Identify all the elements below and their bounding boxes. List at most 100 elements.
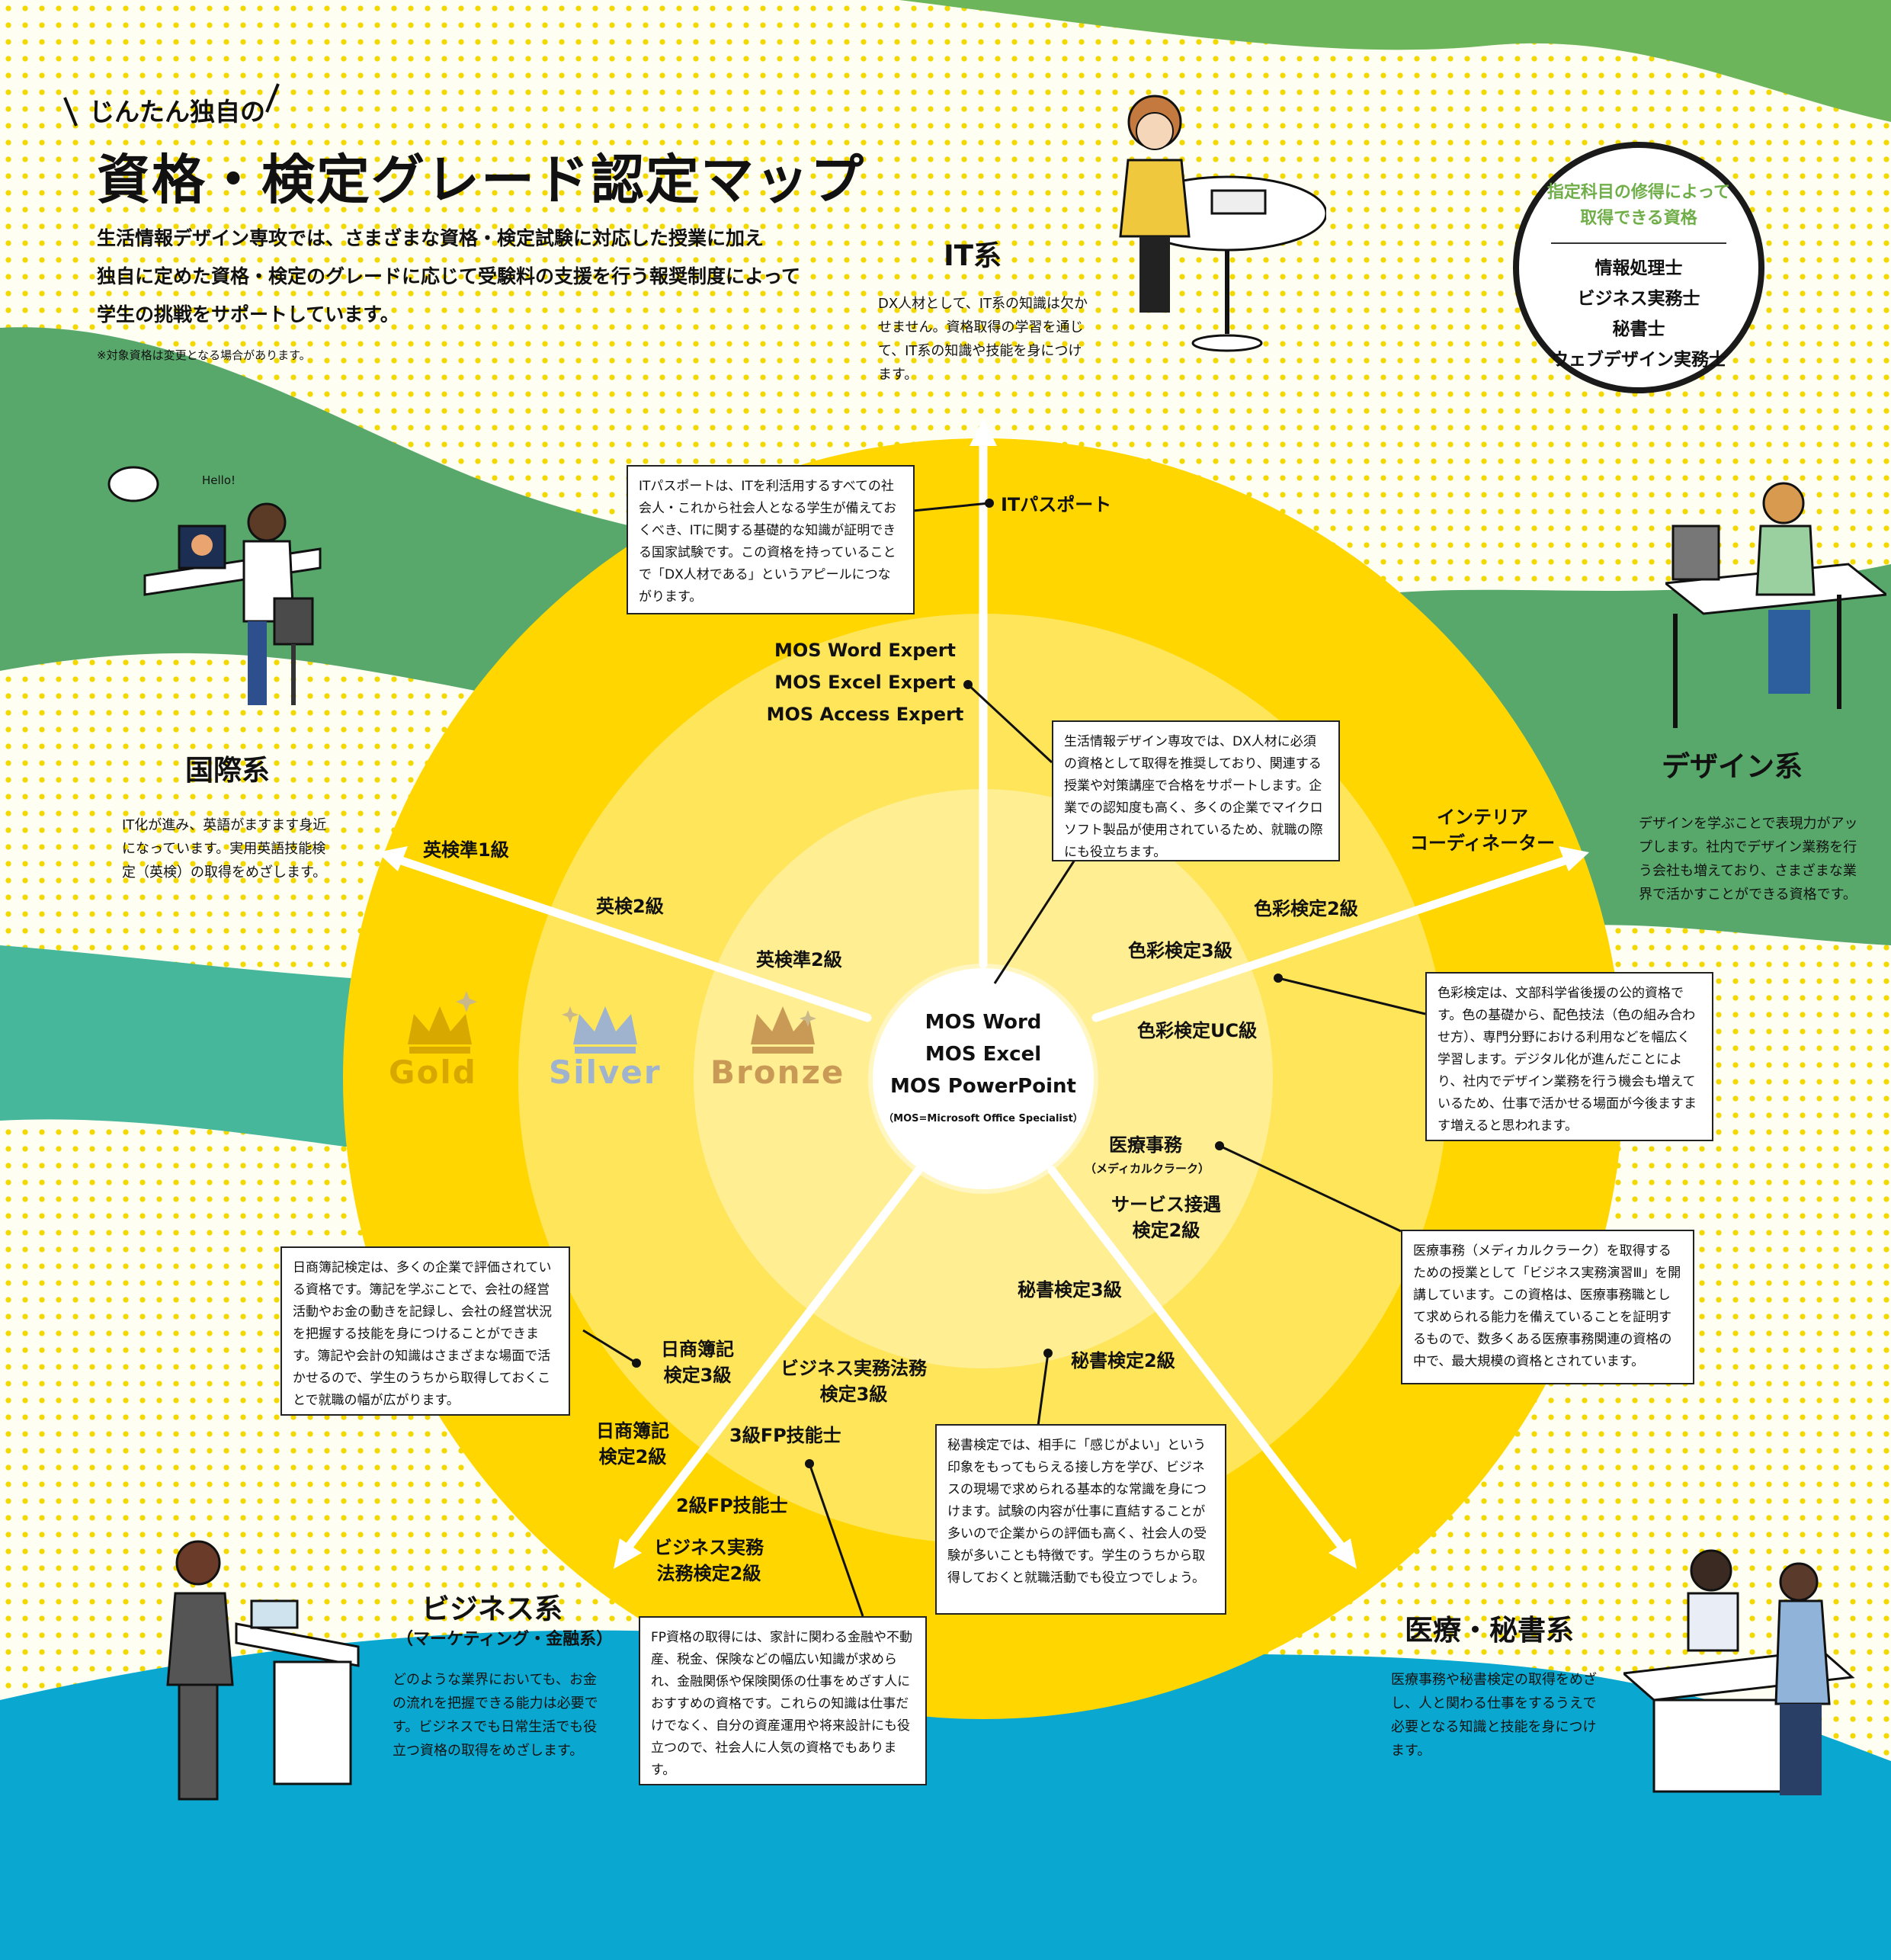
callout-fp: FP資格の取得には、家計に関わる金融や不動産、税金、保険などの幅広い知識が求めら… <box>639 1616 927 1785</box>
category-title-it: IT系 <box>944 239 1002 272</box>
center-note: （MOS=Microsoft Office Specialist） <box>883 1113 1083 1124</box>
intro-line-3: 学生の挑戦をサポートしています。 <box>97 303 399 326</box>
callout-lines <box>582 502 1426 1617</box>
intro-line-2: 独自に定めた資格・検定のグレードに応じて受験料の支援を行う報奨制度によって <box>97 265 801 287</box>
label-biz-houmu-3-2: 検定3級 <box>819 1384 888 1405</box>
badge-item: ビジネス実務士 <box>1577 289 1700 309</box>
callout-iryo: 医療事務（メディカルクラーク）を取得するための授業として「ビジネス実務演習Ⅲ」を… <box>1401 1230 1694 1384</box>
design-person-illustration <box>1665 482 1886 728</box>
arrowhead-design <box>1559 846 1589 871</box>
center-mos-block: MOS Word MOS Excel MOS PowerPoint （MOS=M… <box>870 1006 1096 1124</box>
callout-dots <box>632 499 1283 1468</box>
label-service-1: サービス接遇 <box>1111 1194 1221 1215</box>
label-mos-excel-expert: MOS Excel Expert <box>774 672 956 693</box>
category-desc-kokusai: IT化が進み、英語がますます身近になっています。実用英語技能検定（英検）の取得を… <box>122 817 327 881</box>
business-person-illustration <box>166 1540 360 1801</box>
arrowhead-business <box>614 1538 642 1569</box>
label-shikisai-uc: 色彩検定UC級 <box>1137 1020 1258 1041</box>
category-title-iryo: 医療・秘書系 <box>1405 1614 1574 1647</box>
label-it-passport: ITパスポート <box>1001 494 1112 515</box>
category-title-design: デザイン系 <box>1662 750 1803 783</box>
crown-silver-icon <box>573 1006 637 1054</box>
label-biz-houmu-3: ビジネス実務法務 検定3級 <box>770 1355 937 1407</box>
callout-shikisai: 色彩検定は、文部科学省後援の公的資格です。色の基礎から、配色技法（色の組み合わせ… <box>1425 972 1713 1141</box>
spoke-design <box>1091 853 1579 1022</box>
label-boki-2-1: 日商簿記 <box>596 1420 669 1442</box>
category-desc-iryo: 医療事務や秘書検定の取得をめざし、人と関わる仕事をするうえで必要となる知識と技能… <box>1391 1672 1597 1759</box>
sparkles <box>456 991 816 1027</box>
label-eiken-2: 英検2級 <box>596 896 664 917</box>
arrowhead-iryo <box>1329 1538 1357 1569</box>
label-hisho-3: 秘書検定3級 <box>1018 1279 1122 1301</box>
label-service-2: 検定2級 <box>1132 1220 1200 1241</box>
rank-bronze: Bronze <box>710 1054 845 1091</box>
badge-heading-1: 指定科目の修得によって <box>1546 183 1731 202</box>
label-mos-expert: MOS Word Expert MOS Excel Expert MOS Acc… <box>762 634 968 730</box>
label-interior: インテリア コーディネーター <box>1399 804 1566 856</box>
badge-item: ウェブデザイン実務士 <box>1551 350 1726 370</box>
designated-qualification-badge: 指定科目の修得によって 取得できる資格 情報処理士 ビジネス実務士 秘書士 ウェ… <box>1513 142 1764 393</box>
label-hisho-2: 秘書検定2級 <box>1071 1350 1175 1371</box>
category-desc-business: どのような業界においても、お金の流れを把握できる能力は必要です。ビジネスでも日常… <box>393 1672 598 1759</box>
spoke-iryo <box>1047 1166 1350 1556</box>
label-biz-houmu-2-1: ビジネス実務 <box>654 1537 764 1558</box>
wave-top-right-green <box>899 0 1891 122</box>
label-mos-word-expert: MOS Word Expert <box>774 640 957 661</box>
speech-bubble-text: Hello! <box>202 473 236 487</box>
label-biz-houmu-2: ビジネス実務 法務検定2級 <box>640 1535 777 1586</box>
header-note: ※対象資格は変更となる場合があります。 <box>97 348 311 362</box>
category-title-business: ビジネス系 <box>421 1593 562 1625</box>
kokusai-person-illustration <box>107 466 322 705</box>
category-desc-it: DX人材として、IT系の知識は欠かせません。資格取得の学習を通じて、IT系の知識… <box>878 296 1088 383</box>
badge-item: 情報処理士 <box>1595 258 1683 278</box>
crown-gold-icon <box>408 1006 472 1054</box>
category-subtitle-business: （マーケティング・金融系） <box>396 1630 614 1649</box>
label-fp-2: 2級FP技能士 <box>676 1495 788 1516</box>
arrowhead-it <box>970 418 997 446</box>
label-boki-2-2: 検定2級 <box>598 1446 667 1468</box>
label-shikisai-3: 色彩検定3級 <box>1128 940 1232 961</box>
spoke-kokusai <box>388 853 872 1022</box>
page-title: 資格・検定グレード認定マップ <box>97 149 865 211</box>
label-biz-houmu-3-1: ビジネス実務法務 <box>780 1358 927 1379</box>
callout-hisho: 秘書検定では、相手に「感じがよい」という印象をもってもらえる接し方を学び、ビジネ… <box>935 1424 1226 1615</box>
arrowhead-kokusai <box>377 846 408 871</box>
category-title-kokusai: 国際系 <box>185 754 270 787</box>
label-biz-houmu-2-2: 法務検定2級 <box>656 1563 761 1584</box>
label-eiken-jun2: 英検準2級 <box>756 949 842 970</box>
label-iryo-jimu-sub: （メディカルクラーク） <box>1085 1162 1210 1176</box>
center-line-1: MOS Word <box>925 1011 1042 1034</box>
badge-item: 秘書士 <box>1612 319 1665 339</box>
label-interior-2: コーディネーター <box>1409 832 1556 854</box>
label-boki-3: 日商簿記 検定3級 <box>648 1336 747 1388</box>
badge-heading-2: 取得できる資格 <box>1580 209 1697 228</box>
label-boki-3-1: 日商簿記 <box>661 1339 734 1360</box>
category-desc-design: デザインを学ぶことで表現力がアップします。社内でデザイン業務を行う会社も増えてお… <box>1639 816 1858 903</box>
label-boki-2: 日商簿記 検定2級 <box>583 1418 682 1470</box>
label-interior-1: インテリア <box>1437 807 1528 828</box>
center-line-3: MOS PowerPoint <box>890 1075 1076 1098</box>
callout-mos: 生活情報デザイン専攻では、DX人材に必須の資格として取得を推奨しており、関連する… <box>1052 720 1340 861</box>
badge-divider <box>1551 242 1726 244</box>
label-service: サービス接遇 検定2級 <box>1098 1192 1235 1243</box>
arrowheads <box>377 418 1589 1569</box>
rank-silver: Silver <box>549 1054 662 1091</box>
intro-line-1: 生活情報デザイン専攻では、さまざまな資格・検定試験に対応した授業に加え <box>97 227 764 249</box>
wave-bottom-blue <box>0 1630 1891 1960</box>
center-line-2: MOS Excel <box>925 1043 1042 1066</box>
label-iryo-jimu: 医療事務 <box>1109 1134 1182 1156</box>
lead-slashes <box>63 83 280 127</box>
label-fp-3: 3級FP技能士 <box>729 1425 841 1446</box>
label-eiken-jun1: 英検準1級 <box>423 839 509 861</box>
rank-gold: Gold <box>389 1054 477 1091</box>
iryo-person-illustration <box>1623 1549 1855 1795</box>
spokes <box>388 434 1579 1556</box>
crown-bronze-icon <box>751 1006 815 1054</box>
callout-boki: 日商簿記検定は、多くの企業で評価されている資格です。簿記を学ぶことで、会社の経営… <box>280 1246 570 1416</box>
label-boki-3-2: 検定3級 <box>663 1365 732 1386</box>
callout-it-passport: ITパスポートは、ITを利活用するすべての社会人・これから社会人となる学生が備え… <box>627 465 915 614</box>
label-shikisai-2: 色彩検定2級 <box>1254 898 1358 919</box>
it-person-illustration <box>1119 95 1326 352</box>
